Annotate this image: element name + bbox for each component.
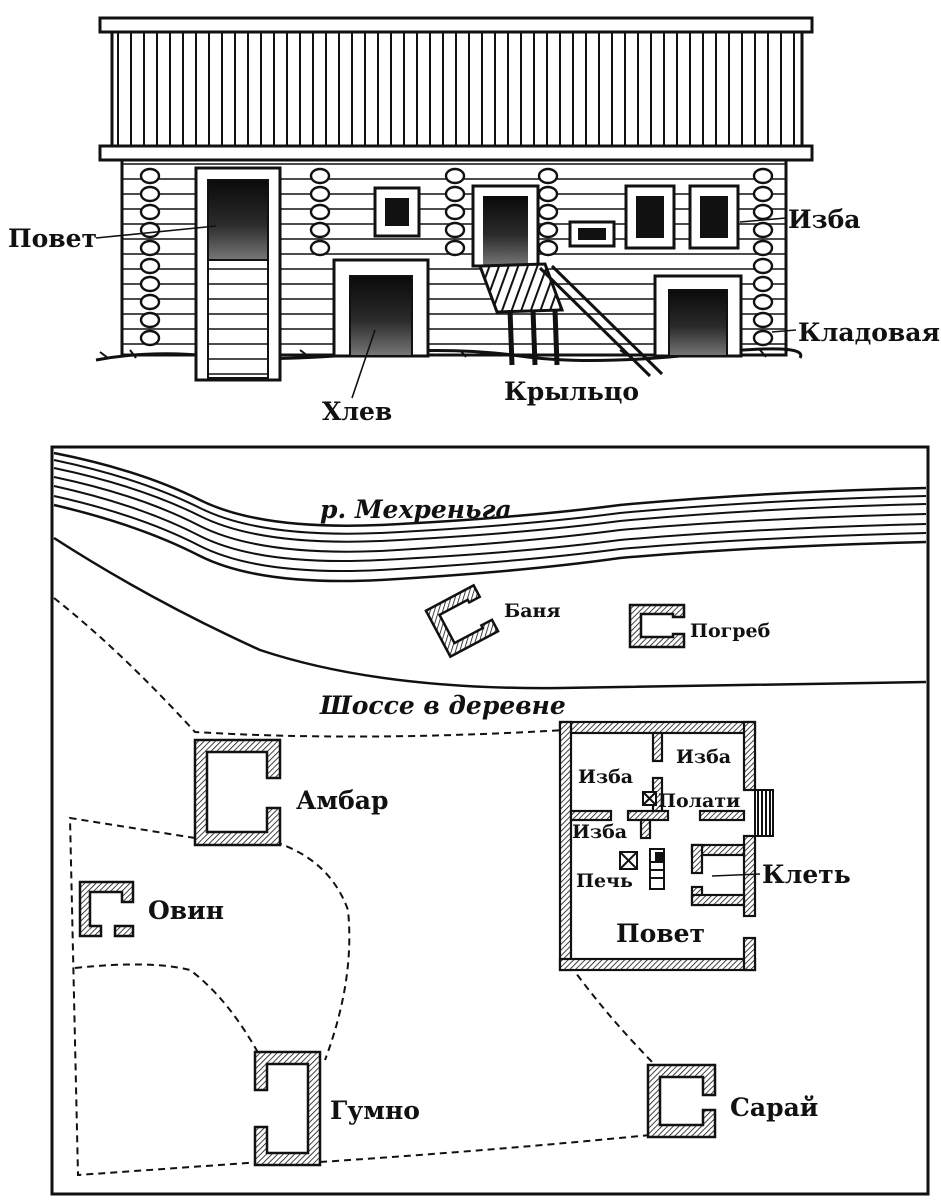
site-plan: р. Мехреньга Шоссе в деревне Баня Погреб… [50, 445, 930, 1196]
polati-marker [642, 791, 657, 806]
road-label: Шоссе в деревне [319, 691, 566, 720]
leader-hlev [351, 329, 376, 399]
leader-klet [711, 873, 761, 877]
leader-povet [95, 225, 217, 239]
river [53, 451, 927, 583]
house-plan [558, 720, 757, 972]
banya [424, 583, 500, 659]
label-kladovaya: Кладовая [798, 318, 940, 347]
label-ambar: Амбар [296, 786, 388, 815]
label-pech: Печь [576, 870, 633, 892]
povet-opening [194, 166, 282, 382]
plan-frame [50, 445, 930, 1196]
pogreb [628, 603, 686, 649]
river-label: р. Мехреньга [320, 495, 512, 524]
pech-icon [619, 848, 665, 890]
ovin-right-stub [113, 924, 135, 938]
leader-kladovaya [771, 329, 797, 333]
label-izba-1: Изба [578, 766, 633, 788]
yard-boundary [68, 816, 661, 1177]
roof-top-edge [98, 16, 814, 34]
small-window [568, 220, 616, 248]
label-saray: Сарай [730, 1093, 818, 1122]
leader-izba [739, 217, 787, 223]
road-edge-dashed [53, 597, 566, 738]
window [688, 184, 740, 250]
label-pogreb: Погреб [690, 620, 770, 642]
house-elevation: Повет Изба Кладовая Хлев Крыльцо [8, 16, 940, 426]
saray [646, 1063, 717, 1139]
roof-eave [98, 144, 814, 162]
pech-block [655, 852, 663, 862]
roof [110, 20, 804, 154]
house-steps [754, 789, 774, 837]
porch [477, 262, 664, 378]
label-izba: Изба [788, 205, 860, 234]
hlev-door [332, 258, 430, 358]
label-polati: Полати [658, 790, 740, 812]
label-klet: Клеть [762, 860, 851, 889]
kladovaya-door [653, 274, 743, 358]
ovin [78, 880, 135, 938]
gumno [253, 1050, 322, 1167]
label-povet-plan: Повет [616, 919, 705, 948]
window [373, 186, 421, 238]
label-povet: Повет [8, 224, 97, 253]
road-edge-top [53, 536, 927, 690]
label-hlev: Хлев [322, 397, 392, 426]
label-banya: Баня [504, 600, 561, 622]
upper-door [471, 184, 540, 268]
corner-log-ends [139, 167, 774, 347]
label-kryltso: Крыльцо [504, 377, 639, 406]
label-izba-2: Изба [676, 746, 731, 768]
label-ovin: Овин [148, 896, 224, 925]
label-izba-3: Изба [572, 821, 627, 843]
label-gumno: Гумно [330, 1096, 420, 1125]
window [624, 184, 676, 250]
ambar [193, 738, 282, 847]
